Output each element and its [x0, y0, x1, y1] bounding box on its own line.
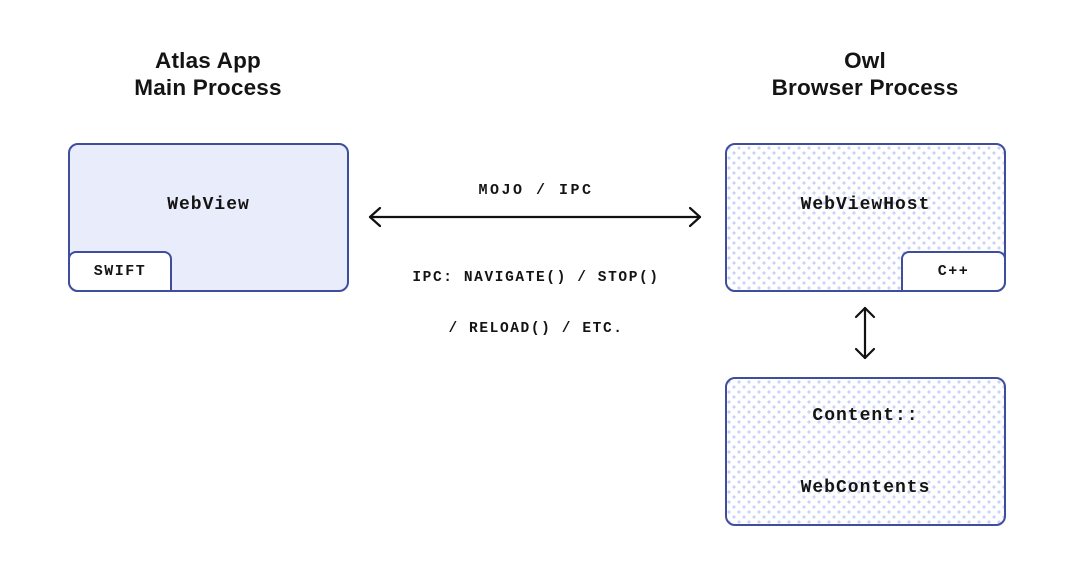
- left-process-heading-line1: Atlas App: [155, 48, 261, 73]
- cpp-tag: C++: [901, 251, 1006, 292]
- right-process-heading-line2: Browser Process: [771, 75, 959, 100]
- ipc-bottom-label: IPC: NAVIGATE() / STOP() / RELOAD() / ET…: [380, 236, 692, 372]
- left-process-heading-line2: Main Process: [134, 75, 282, 100]
- ipc-bottom-label-line1: IPC: NAVIGATE() / STOP(): [412, 270, 660, 286]
- webcontents-box: Content:: WebContents: [725, 377, 1006, 526]
- right-process-heading-line1: Owl: [844, 48, 886, 73]
- webcontents-box-label: Content:: WebContents: [727, 356, 1004, 548]
- left-process-heading: Atlas App Main Process: [38, 47, 378, 101]
- swift-tag: SWIFT: [68, 251, 172, 292]
- webview-box-label: WebView: [167, 195, 250, 215]
- ipc-double-arrow: [368, 206, 702, 228]
- ipc-top-label: MOJO / IPC: [478, 182, 594, 199]
- webcontents-box-label-line1: Content::: [812, 405, 919, 426]
- webcontents-double-arrow: [854, 306, 876, 360]
- webviewhost-box-label: WebViewHost: [800, 195, 931, 215]
- ipc-bottom-label-line2: / RELOAD() / ETC.: [448, 321, 624, 337]
- webcontents-box-label-line2: WebContents: [800, 477, 931, 498]
- webviewhost-box: WebViewHost C++: [725, 143, 1006, 292]
- right-process-heading: Owl Browser Process: [695, 47, 1035, 101]
- webview-box: WebView SWIFT: [68, 143, 349, 292]
